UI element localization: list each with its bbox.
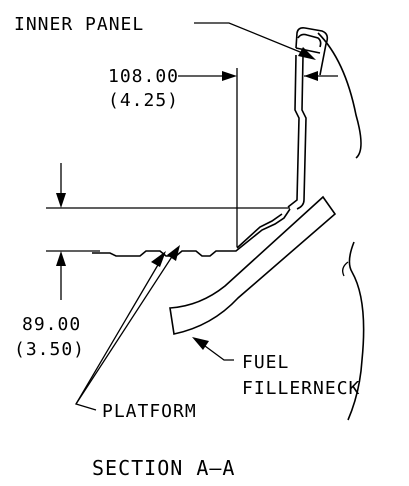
- label-fuel: FUEL: [242, 352, 289, 373]
- label-fillerneck: FILLERNECK: [242, 378, 360, 399]
- dim-upper-in: (4.25): [108, 90, 179, 111]
- dim-lower-arrows: [46, 163, 290, 300]
- body-contour: [342, 241, 365, 421]
- label-section: SECTION A—A: [92, 456, 235, 480]
- dim-lower-mm: 89.00: [22, 314, 81, 335]
- platform: [92, 208, 291, 257]
- fuel-fillerneck: [169, 195, 337, 335]
- fuel-leader: [192, 337, 234, 361]
- platform-leaders: [75, 245, 180, 411]
- label-platform: PLATFORM: [102, 401, 197, 422]
- inner-panel: [287, 27, 362, 210]
- dim-upper-arrows: [178, 68, 338, 247]
- dim-upper-mm: 108.00: [108, 66, 179, 87]
- label-inner-panel: INNER PANEL: [14, 14, 144, 35]
- dim-lower-in: (3.50): [14, 339, 85, 360]
- inner-panel-leader: [194, 22, 316, 60]
